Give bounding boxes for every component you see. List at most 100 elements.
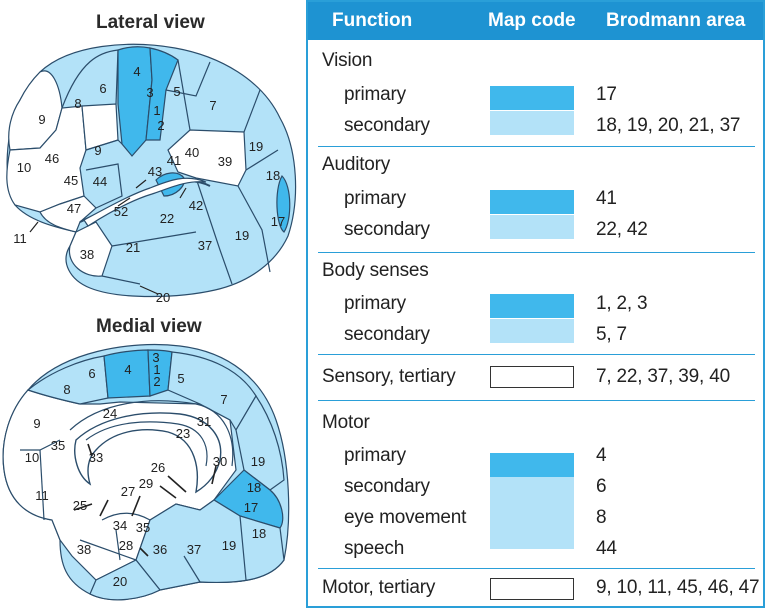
group-motor-tertiary: Motor, tertiary xyxy=(322,577,436,598)
med-label-23: 25 xyxy=(73,498,87,513)
motor-primary-label: primary xyxy=(344,445,406,466)
med-label-12: 35 xyxy=(51,438,65,453)
motor-eye-movement-swatch xyxy=(490,501,574,525)
lat-label-18: 40 xyxy=(185,145,199,160)
motor-tertiary-areas: 9, 10, 11, 45, 46, 47 xyxy=(596,577,760,598)
lat-label-6: 5 xyxy=(173,84,180,99)
lat-label-22: 17 xyxy=(271,214,285,229)
group-motor: Motor xyxy=(322,412,370,433)
med-label-16: 30 xyxy=(213,454,227,469)
med-label-6: 5 xyxy=(177,371,184,386)
lat-label-29: 38 xyxy=(80,247,94,262)
lat-label-30: 20 xyxy=(156,290,170,305)
med-label-1: 8 xyxy=(63,382,70,397)
vision-primary-swatch xyxy=(490,86,574,110)
med-label-29: 19 xyxy=(222,538,236,553)
sensory-tertiary-areas: 7, 22, 37, 39, 40 xyxy=(596,366,730,387)
lat-label-1: 6 xyxy=(99,81,106,96)
med-label-25: 35 xyxy=(136,520,150,535)
med-label-18: 11 xyxy=(35,488,49,503)
med-label-26: 28 xyxy=(119,538,133,553)
med-label-20: 29 xyxy=(139,476,153,491)
lateral-region-17 xyxy=(276,175,291,233)
motor-speech-swatch xyxy=(490,525,574,549)
medial-white-frontal xyxy=(2,389,237,581)
lat-label-8: 9 xyxy=(38,112,45,127)
motor-eye-movement-areas: 8 xyxy=(596,507,607,528)
lat-label-2: 8 xyxy=(74,96,81,111)
lat-label-21: 18 xyxy=(266,168,280,183)
lateral-region-38 xyxy=(68,221,113,277)
med-label-19: 27 xyxy=(121,484,135,499)
body-primary-areas: 1, 2, 3 xyxy=(596,293,648,314)
medial-region-20 xyxy=(89,559,161,601)
motor-secondary-swatch xyxy=(490,477,574,501)
med-label-3: 3 xyxy=(152,350,159,365)
lat-label-0: 4 xyxy=(133,64,140,79)
lateral-leaders xyxy=(29,179,187,295)
lat-label-11: 10 xyxy=(17,160,31,175)
sensory-tertiary-swatch xyxy=(490,366,574,388)
med-label-27: 36 xyxy=(153,542,167,557)
lateral-region-3-1-2 xyxy=(145,47,179,141)
separator xyxy=(318,568,755,569)
motor-primary-swatch xyxy=(490,453,574,477)
brodmann-legend-table: Function Map code Brodmann area Vision p… xyxy=(306,0,765,608)
lat-label-27: 37 xyxy=(198,238,212,253)
medial-region-5-7 xyxy=(167,351,257,432)
vision-secondary-label: secondary xyxy=(344,115,430,136)
med-label-7: 7 xyxy=(220,392,227,407)
auditory-primary-areas: 41 xyxy=(596,188,617,209)
lateral-numbers: 4 6 8 3 1 2 5 7 9 46 9 10 45 44 47 11 43… xyxy=(13,64,285,305)
lat-label-16: 43 xyxy=(148,164,162,179)
med-label-15: 26 xyxy=(151,460,165,475)
med-label-28: 37 xyxy=(187,542,201,557)
lateral-region-46-10-45 xyxy=(6,105,87,213)
motor-tertiary-swatch xyxy=(490,578,574,600)
motor-speech-label: speech xyxy=(344,538,405,559)
auditory-secondary-label: secondary xyxy=(344,219,430,240)
separator xyxy=(318,400,755,401)
body-primary-swatch xyxy=(490,294,574,318)
header-map-code: Map code xyxy=(488,10,576,31)
medial-view-title: Medial view xyxy=(96,316,202,337)
med-label-31: 38 xyxy=(77,542,91,557)
body-secondary-areas: 5, 7 xyxy=(596,324,627,345)
motor-primary-areas: 4 xyxy=(596,445,607,466)
auditory-primary-swatch xyxy=(490,190,574,214)
med-label-17: 19 xyxy=(251,454,265,469)
lat-label-23: 52 xyxy=(114,204,128,219)
body-secondary-label: secondary xyxy=(344,324,430,345)
med-label-22: 17 xyxy=(244,500,258,515)
lat-label-10: 9 xyxy=(94,143,101,158)
lat-label-26: 21 xyxy=(126,240,140,255)
med-label-24: 34 xyxy=(113,518,127,533)
med-label-10: 31 xyxy=(197,414,211,429)
group-vision: Vision xyxy=(322,50,373,71)
separator xyxy=(318,252,755,253)
auditory-primary-label: primary xyxy=(344,188,406,209)
med-label-14: 10 xyxy=(25,450,39,465)
medial-leaders xyxy=(73,443,217,557)
vision-secondary-areas: 18, 19, 20, 21, 37 xyxy=(596,115,741,136)
lat-label-14: 47 xyxy=(67,201,81,216)
lat-label-19: 39 xyxy=(218,154,232,169)
motor-eye-movement-label: eye movement xyxy=(344,507,467,528)
med-label-5: 2 xyxy=(153,374,160,389)
lateral-region-4 xyxy=(117,46,153,157)
lat-label-5: 2 xyxy=(157,118,164,133)
motor-secondary-areas: 6 xyxy=(596,476,607,497)
medial-view xyxy=(2,343,290,601)
lateral-region-9 xyxy=(8,70,63,151)
med-label-21: 18 xyxy=(247,480,261,495)
med-label-30: 18 xyxy=(252,526,266,541)
med-label-0: 6 xyxy=(88,366,95,381)
lat-label-4: 1 xyxy=(153,103,160,118)
separator xyxy=(318,354,755,355)
vision-primary-label: primary xyxy=(344,84,406,105)
vision-secondary-swatch xyxy=(490,111,574,135)
med-label-13: 33 xyxy=(89,450,103,465)
auditory-secondary-areas: 22, 42 xyxy=(596,219,648,240)
lat-label-15: 11 xyxy=(13,231,27,246)
lateral-view-title: Lateral view xyxy=(96,12,205,33)
